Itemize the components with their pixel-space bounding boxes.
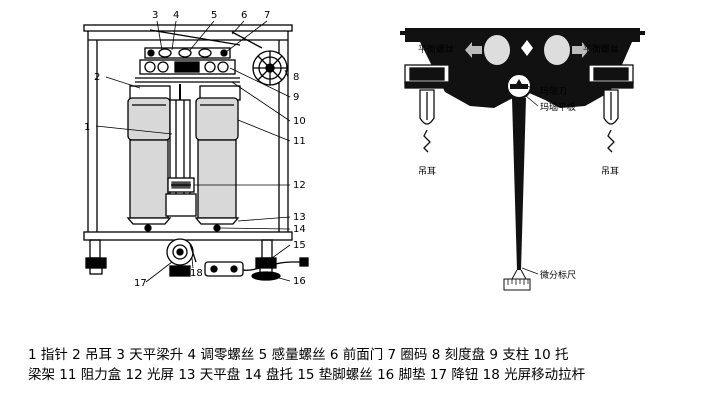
label-7: 7 xyxy=(264,10,270,21)
pan-left xyxy=(126,217,172,225)
label-16: 16 xyxy=(293,276,306,287)
balance-front-view xyxy=(83,24,309,281)
micro-scale xyxy=(503,278,531,291)
beam-pointer xyxy=(512,98,526,270)
label-6: 6 xyxy=(241,10,247,21)
label-13: 13 xyxy=(293,212,306,223)
damper-left xyxy=(127,97,171,141)
label-12: 12 xyxy=(293,180,306,191)
balance-diagram: 3 4 5 6 7 2 1 8 9 10 11 12 13 14 15 16 1… xyxy=(83,10,645,291)
label-8: 8 xyxy=(293,72,299,83)
label-agate-knife: 玛瑙刀 xyxy=(540,85,567,97)
label-2: 2 xyxy=(94,72,100,83)
part-number-labels xyxy=(95,20,291,283)
foot-left xyxy=(85,257,107,269)
base-plate xyxy=(83,231,293,241)
stirrup-left xyxy=(404,64,450,153)
pan-right xyxy=(194,217,240,225)
label-micro-scale: 微分标尺 xyxy=(540,269,576,281)
label-balance-screw-left: 平衡螺丝 xyxy=(418,43,454,55)
label-17: 17 xyxy=(134,278,147,289)
damper-right xyxy=(195,97,239,141)
label-stirrup-right: 吊耳 xyxy=(601,166,619,177)
label-18: 18 xyxy=(190,268,203,279)
label-stirrup-left: 吊耳 xyxy=(418,166,436,177)
scale-dial xyxy=(252,50,288,86)
front-door xyxy=(149,29,241,46)
stirrup-right xyxy=(588,64,634,153)
label-5: 5 xyxy=(211,10,217,21)
beam-detail-view: 平衡螺丝 平衡螺丝 玛瑙刀 玛瑙平板 吊耳 吊耳 微分标尺 xyxy=(400,28,645,291)
label-15: 15 xyxy=(293,240,306,251)
label-14: 14 xyxy=(293,224,306,235)
label-4: 4 xyxy=(173,10,179,21)
label-1: 1 xyxy=(84,122,90,133)
caption-line-2: 梁架 11 阻力盒 12 光屏 13 天平盘 14 盘托 15 垫脚螺丝 16 … xyxy=(28,367,586,383)
part-numbers: 3 4 5 6 7 2 1 8 9 10 11 12 13 14 15 16 1… xyxy=(84,10,306,289)
label-balance-screw-right: 平衡螺丝 xyxy=(583,43,619,55)
label-11: 11 xyxy=(293,136,306,147)
caption-line-1: 1 指针 2 吊耳 3 天平梁升 4 调零螺丝 5 感量螺丝 6 前面门 7 圈… xyxy=(28,347,569,363)
beam xyxy=(144,47,231,59)
label-9: 9 xyxy=(293,92,299,103)
label-10: 10 xyxy=(293,116,306,127)
label-agate-plate: 玛瑙平板 xyxy=(540,101,576,113)
label-3: 3 xyxy=(152,10,158,21)
